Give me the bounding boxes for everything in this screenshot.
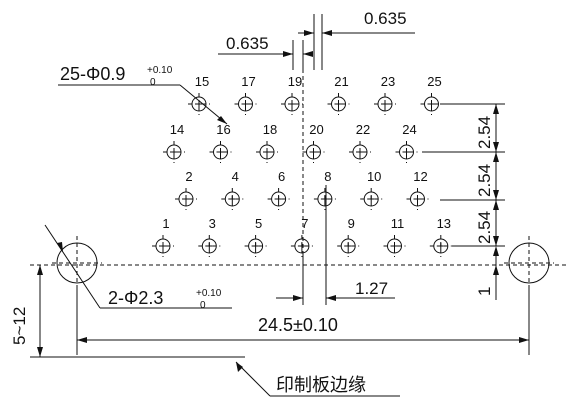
dim-label-edge-range: 5~12 — [10, 307, 29, 345]
pin-13 — [429, 235, 452, 257]
pin-25 — [420, 93, 443, 115]
dim-label-pin-offset-left: 0.635 — [226, 34, 269, 53]
pin-label-20: 20 — [309, 122, 323, 137]
pin-group — [152, 93, 452, 257]
pin-7 — [290, 235, 313, 257]
pin-19 — [281, 93, 303, 115]
pcb-edge-label: 印制板边缘 — [276, 375, 366, 396]
pin-10 — [360, 188, 383, 210]
pin-17 — [234, 93, 257, 115]
pin-label-6: 6 — [278, 169, 285, 184]
pin-9 — [337, 235, 360, 257]
dim-label-hole-main: 25-Φ0.9 — [60, 64, 125, 84]
pin-label-7: 7 — [301, 216, 308, 231]
pin-label-18: 18 — [263, 122, 277, 137]
pin-label-8: 8 — [324, 169, 331, 184]
pin-label-24: 24 — [402, 122, 416, 137]
pcb-edge-callout: 印制板边缘 — [235, 361, 400, 397]
pin-label-11: 11 — [391, 216, 405, 231]
dim-mount-spacing: 24.5±0.10 — [76, 285, 530, 355]
pin-label-13: 13 — [437, 216, 451, 231]
pin-label-2: 2 — [185, 169, 192, 184]
pin-22 — [349, 141, 371, 163]
pin-16 — [209, 141, 232, 163]
dim-mount-hole: 2-Φ2.3 +0.10 0 — [44, 224, 232, 311]
pin-label-25: 25 — [427, 74, 441, 89]
dim-label-col-pitch: 1.27 — [355, 279, 388, 298]
pin-21 — [327, 93, 350, 115]
pin-11 — [383, 235, 406, 257]
pin-2 — [175, 188, 197, 210]
pin-6 — [267, 188, 290, 210]
pin-label-22: 22 — [356, 122, 370, 137]
pin-label-4: 4 — [232, 169, 239, 184]
pin-12 — [406, 188, 429, 210]
pin-1 — [152, 235, 174, 257]
pin-label-21: 21 — [334, 74, 348, 89]
pin-4 — [221, 188, 244, 210]
dim-tol-hole-main-upper: +0.10 — [147, 65, 173, 76]
pin-label-23: 23 — [381, 74, 395, 89]
pin-label-14: 14 — [170, 122, 184, 137]
pin-label-3: 3 — [209, 216, 216, 231]
dim-hole-main: 25-Φ0.9 +0.10 0 — [58, 64, 228, 125]
dim-label-offset-right: 1 — [475, 287, 494, 296]
mount-hole-left — [52, 236, 102, 290]
pin-8 — [313, 188, 336, 210]
pin-14 — [163, 141, 185, 163]
pin-24 — [395, 141, 418, 163]
pin-label-10: 10 — [367, 169, 381, 184]
pin-label-17: 17 — [241, 74, 255, 89]
mount-hole-right — [504, 236, 554, 290]
pin-18 — [256, 141, 278, 163]
pin-label-12: 12 — [413, 169, 427, 184]
pin-label-19: 19 — [288, 74, 302, 89]
dim-tol-hole-main-lower: 0 — [150, 77, 156, 88]
pin-label-9: 9 — [348, 216, 355, 231]
dim-label-mount-hole: 2-Φ2.3 — [108, 288, 163, 308]
dim-pin-offset-top: 0.635 — [298, 9, 415, 70]
pin-23 — [374, 93, 396, 115]
pin-3 — [198, 235, 221, 257]
pin-label-16: 16 — [216, 122, 230, 137]
dim-label-row-pitch-2: 2.54 — [475, 164, 494, 197]
dim-label-row-pitch-3: 2.54 — [475, 211, 494, 244]
dim-edge-range: 5~12 — [10, 265, 245, 358]
pin-label-5: 5 — [255, 216, 262, 231]
pin-20 — [302, 141, 325, 163]
pin-label-1: 1 — [162, 216, 169, 231]
dim-label-mount-spacing: 24.5±0.10 — [258, 315, 338, 335]
pin-15 — [188, 93, 210, 115]
dim-col-pitch: 1.27 — [276, 185, 395, 305]
dim-label-pin-offset-top: 0.635 — [364, 9, 407, 28]
pin-5 — [244, 235, 267, 257]
dim-label-row-pitch-1: 2.54 — [475, 116, 494, 149]
dim-row-pitch: 2.54 2.54 2.54 1 — [422, 103, 505, 300]
dim-tol-mount-lower: 0 — [200, 300, 206, 311]
pin-label-15: 15 — [195, 74, 209, 89]
dim-pin-offset-left: 0.635 — [218, 34, 313, 70]
dim-tol-mount-upper: +0.10 — [196, 288, 222, 299]
